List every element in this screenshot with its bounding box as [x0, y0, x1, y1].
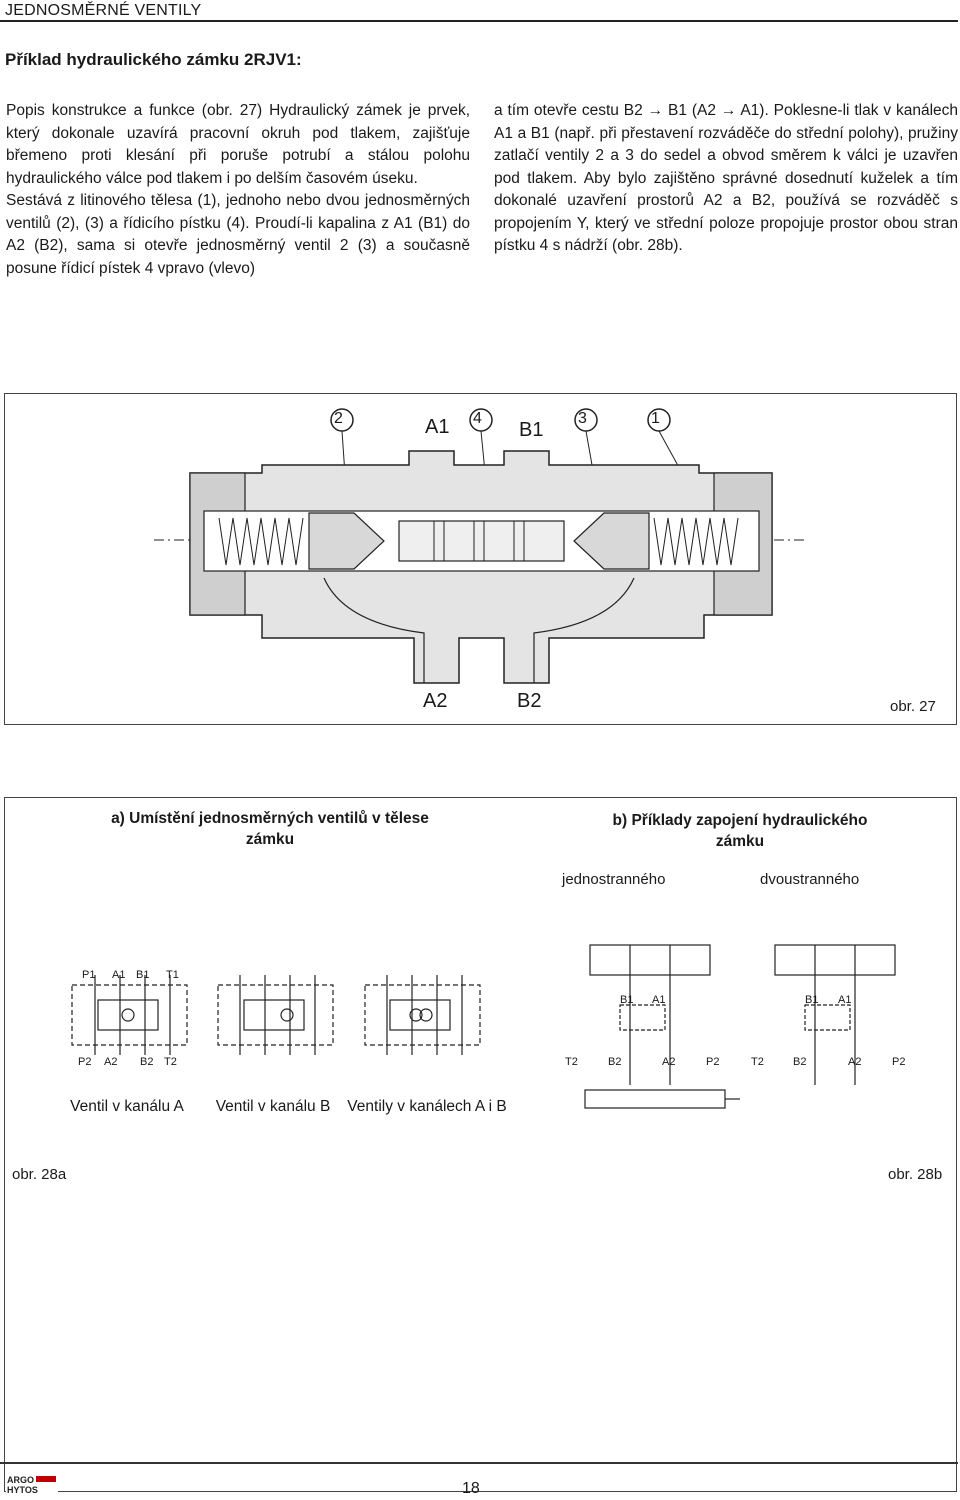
fig27-callout-1: 1	[651, 410, 660, 427]
svg-text:ARGO: ARGO	[7, 1475, 34, 1485]
fig28a-title: a) Umístění jednosměrných ventilů v těle…	[111, 810, 429, 848]
fig28a-port-p2: P2	[78, 1056, 92, 1068]
page-number: 18	[462, 1480, 480, 1497]
fig28b-port-b1-left: B1	[620, 994, 634, 1006]
fig28a-port-b1: B1	[136, 969, 150, 981]
fig28b-port-b2-right: B2	[793, 1056, 807, 1068]
fig28a-caption: obr. 28a	[12, 1166, 67, 1183]
left-text-column: Popis konstrukce a funkce (obr. 27) Hydr…	[6, 100, 470, 280]
fig28b-port-a1-right: A1	[838, 994, 852, 1006]
fig28a-port-p1: P1	[82, 969, 96, 981]
fig28b-port-p2: P2	[706, 1056, 720, 1068]
figure-28-frame	[4, 797, 957, 1492]
fig27-label-a1: A1	[425, 416, 450, 438]
fig28b-port-t2: T2	[565, 1056, 578, 1068]
fig27-callout-4: 4	[473, 410, 482, 427]
fig28b-type-right: dvoustranného	[760, 871, 860, 888]
fig28a-port-t1: T1	[166, 969, 179, 981]
footer-divider	[0, 1462, 958, 1464]
page-header-title: JEDNOSMĚRNÉ VENTILY	[5, 2, 202, 19]
left-paragraph-1: Popis konstrukce a funkce (obr. 27) Hydr…	[6, 102, 470, 187]
fig28b-symbols	[584, 944, 896, 1109]
header-divider	[0, 20, 958, 22]
fig28b-port-a1-left: A1	[652, 994, 666, 1006]
fig28b-port-a2: A2	[662, 1056, 676, 1068]
fig27-label-b2: B2	[517, 690, 542, 712]
fig28a-port-a1: A1	[112, 969, 126, 981]
fig28b-port-t2-right: T2	[751, 1056, 764, 1068]
fig28b-port-p2-right: P2	[892, 1056, 906, 1068]
fig28b-port-b2: B2	[608, 1056, 622, 1068]
argo-hytos-logo: ARGO HYTOS	[6, 1474, 58, 1494]
caption-ventil-ab: Ventily v kanálech A i B	[347, 1098, 507, 1115]
fig28a-port-a2: A2	[104, 1056, 118, 1068]
fig28b-type-left: jednostranného	[562, 871, 666, 888]
right-text-column: a tím otevře cestu B2 → B1 (A2 → A1). Po…	[494, 100, 958, 258]
fig28b-title: b) Příklady zapojení hydraulického zámku	[612, 812, 868, 850]
fig28a-port-b2: B2	[140, 1056, 154, 1068]
fig27-callout-3: 3	[578, 410, 587, 427]
fig27-caption: obr. 27	[890, 698, 936, 715]
caption-ventil-b: Ventil v kanálu B	[215, 1098, 331, 1115]
fig28a-port-t2: T2	[164, 1056, 177, 1068]
fig27-callout-2: 2	[334, 410, 343, 427]
right-paragraph-1: a tím otevře cestu B2 → B1 (A2 → A1). Po…	[494, 102, 958, 254]
fig28b-port-a2-right: A2	[848, 1056, 862, 1068]
figure-27-cross-section	[154, 408, 804, 684]
fig27-label-a2: A2	[423, 690, 448, 712]
fig28b-caption: obr. 28b	[888, 1166, 943, 1183]
fig27-label-b1: B1	[519, 419, 544, 441]
left-paragraph-2: Sestává z litinového tělesa (1), jednoho…	[6, 192, 470, 277]
figure-27-frame	[4, 393, 957, 725]
fig28b-port-b1-right: B1	[805, 994, 819, 1006]
caption-ventil-a: Ventil v kanálu A	[70, 1098, 184, 1115]
section-title: Příklad hydraulického zámku 2RJV1:	[5, 50, 302, 69]
fig28a-symbols	[71, 975, 481, 1055]
svg-text:HYTOS: HYTOS	[7, 1485, 38, 1494]
